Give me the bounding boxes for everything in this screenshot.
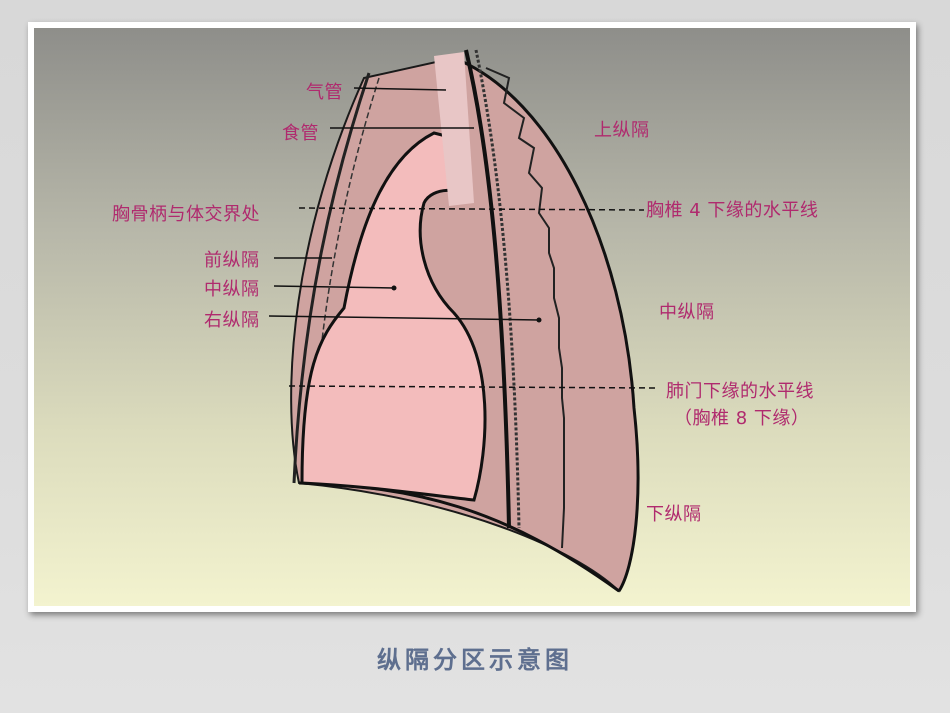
trachea-leader bbox=[353, 87, 447, 91]
sternum-line-outer bbox=[292, 72, 371, 484]
t4-horizontal-line bbox=[298, 207, 645, 211]
label-anterior-mediastinum: 前纵隔 bbox=[204, 250, 260, 271]
esophagus-line bbox=[464, 49, 511, 529]
label-middle-mediastinum: 中纵隔 bbox=[659, 302, 715, 323]
middle-leader-dot bbox=[391, 285, 397, 291]
posterior-border bbox=[453, 56, 640, 592]
right-leader bbox=[268, 315, 540, 321]
middle-leader bbox=[273, 285, 395, 289]
label-sternal-angle: 胸骨柄与体交界处 bbox=[112, 204, 260, 225]
hilum-horizontal-line bbox=[288, 385, 660, 389]
esophagus-line-dotted bbox=[474, 49, 521, 529]
label-trachea: 气管 bbox=[306, 82, 343, 103]
label-inferior-mediastinum: 下纵隔 bbox=[646, 504, 702, 525]
label-esophagus: 食管 bbox=[282, 123, 319, 144]
heart-region bbox=[300, 131, 487, 502]
figure-caption: 纵隔分区示意图 bbox=[377, 646, 573, 674]
label-right-mediastinum: 右纵隔 bbox=[204, 310, 260, 331]
label-superior-mediastinum: 上纵隔 bbox=[594, 120, 650, 141]
label-middle-mediastinum-inner: 中纵隔 bbox=[204, 279, 260, 300]
vertebra-outline bbox=[485, 67, 565, 549]
diagram-panel: 气管 食管 胸骨柄与体交界处 前纵隔 中纵隔 右纵隔 上纵隔 胸椎 4 下缘的水… bbox=[34, 28, 910, 606]
label-t8-note: （胸椎 8 下缘） bbox=[674, 408, 810, 429]
label-hilum-line: 肺门下缘的水平线 bbox=[666, 381, 814, 402]
figure-frame: 气管 食管 胸骨柄与体交界处 前纵隔 中纵隔 右纵隔 上纵隔 胸椎 4 下缘的水… bbox=[28, 22, 916, 612]
mediastinum-diagram bbox=[268, 49, 660, 593]
right-leader-dot bbox=[536, 317, 542, 323]
label-t4-line: 胸椎 4 下缘的水平线 bbox=[646, 200, 819, 221]
